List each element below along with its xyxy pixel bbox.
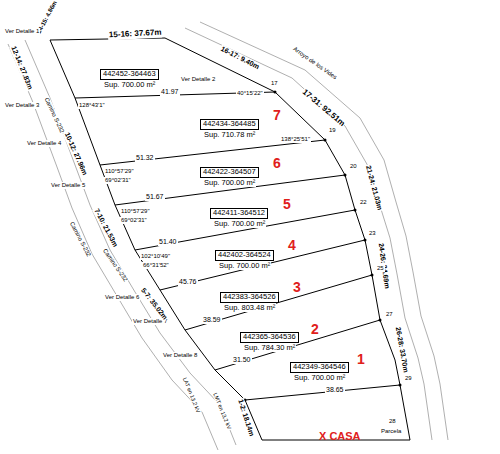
lot-boundary	[50, 40, 262, 440]
boundary-dimension: 5-7: 35.02m	[139, 286, 170, 322]
vertex-dot	[324, 139, 327, 142]
map-label: 110°57'29"	[104, 168, 135, 175]
boundary-dimension: Camino S-232	[68, 220, 93, 259]
vertex-dot	[399, 384, 402, 387]
boundary-dimension: Camino S-232	[43, 96, 66, 135]
map-label: Ver Detalle 6	[104, 294, 140, 301]
parcel-id-box: 442452-364463Sup. 700.00 m²	[100, 62, 159, 80]
parcel-id: 442383-364526	[220, 292, 279, 303]
map-label: 25	[376, 265, 385, 272]
parcel-id-box: 442349-364546Sup. 700.00 m²	[290, 355, 349, 373]
map-label: 69°02'31"	[120, 217, 148, 224]
parcel-id-box: 442383-364526Sup. 803.48 m²	[220, 285, 279, 303]
lot-number: 3	[292, 280, 302, 295]
lot-number: 6	[272, 156, 282, 171]
boundary-dimension: LMT en 13,2 kV	[212, 391, 233, 431]
map-label: Ver Detalle 2	[180, 76, 216, 83]
map-label: 138°25'51"	[280, 136, 311, 143]
map-label: 45.76	[178, 278, 198, 286]
map-label: Ver Detalle 8	[162, 352, 198, 359]
parcel-id: 442452-364463	[100, 69, 159, 80]
map-label: 27	[385, 311, 394, 318]
parcel-id-box: 442365-364536Sup. 784.30 m²	[240, 325, 299, 343]
map-label: 51.40	[158, 238, 178, 246]
parcel-id-box: 442411-364512Sup. 700.00 m²	[210, 201, 268, 219]
parcel-id: 442434-364485	[200, 119, 259, 130]
parcel-id-box: 442422-364507Sup. 700.00 m²	[200, 160, 259, 178]
map-label: 22	[359, 199, 368, 206]
parcel-id: 442402-364524	[215, 250, 274, 261]
vertex-dot	[364, 239, 367, 242]
boundary-dimension: Arroyo de los Vides	[291, 45, 339, 81]
vertex-dot	[344, 174, 347, 177]
vertex-dot	[379, 319, 382, 322]
vertex-dot	[274, 91, 277, 94]
parcel-area: Sup. 784.30 m²	[243, 343, 296, 352]
map-label: Ver Detalle 4	[26, 140, 62, 147]
map-label: Ver Detalle 1	[4, 28, 40, 35]
lot-boundary	[165, 38, 410, 440]
lot-division	[115, 175, 345, 205]
parcel-id: 442422-364507	[200, 167, 259, 178]
map-label: 41.97	[160, 88, 180, 96]
parcel-area: Sup. 700.00 m²	[293, 373, 346, 382]
map-label: Parcela	[380, 428, 402, 435]
map-label: 19	[328, 127, 337, 134]
map-label: Ver Detalle 5	[50, 182, 86, 189]
parcel-id: 442349-364546	[290, 362, 349, 373]
boundary-dimension: 7-10: 21.53m	[92, 207, 119, 249]
boundary-dimension: Camino S-232	[101, 247, 130, 284]
map-label: 40°15'22"	[236, 90, 264, 97]
parcel-area: Sup. 700.00 m²	[218, 261, 271, 270]
map-label: 38.59	[202, 316, 222, 324]
lot-number: 2	[310, 322, 320, 337]
map-label: 28	[388, 418, 397, 425]
vertex-dot	[354, 209, 357, 212]
map-label: 51.32	[135, 154, 155, 162]
parcel-id: 442365-364536	[240, 332, 299, 343]
map-label: 20	[349, 163, 358, 170]
map-label: 128°43'1"	[78, 102, 106, 109]
lot-number: 1	[356, 352, 366, 367]
lot-division	[245, 385, 400, 400]
lot-number: 5	[282, 197, 292, 212]
parcel-area: Sup. 710.78 m²	[203, 130, 256, 139]
map-label: Ver Detalle 3	[4, 102, 40, 109]
map-label: 69°02'31"	[104, 177, 132, 184]
lot-number: 7	[272, 108, 282, 123]
parcel-area: Sup. 700.00 m²	[203, 178, 256, 187]
map-label: 38.65	[325, 386, 345, 394]
lot-division	[185, 275, 372, 330]
map-label: 23	[368, 230, 377, 237]
parcel-id-box: 442402-364524Sup. 700.00 m²	[215, 243, 274, 261]
road-line	[25, 40, 236, 445]
lot-division	[100, 140, 325, 165]
lot-division	[160, 240, 365, 290]
map-label: 51.67	[145, 193, 165, 201]
parcel-area: Sup. 700.00 m²	[213, 219, 266, 228]
parcel-area: Sup. 700.00 m²	[103, 80, 156, 89]
map-label: 17	[270, 80, 279, 87]
lot-number: 4	[287, 238, 297, 253]
map-label: 110°57'29"	[120, 208, 151, 215]
vertex-dot	[371, 274, 374, 277]
parcel-id-box: 442434-364485Sup. 710.78 m²	[200, 112, 259, 130]
lot-number: X CASA	[318, 430, 362, 442]
map-label: 29	[404, 375, 413, 382]
map-label: 31.50	[232, 356, 252, 364]
map-label: 66°31'52"	[142, 262, 170, 269]
boundary-dimension: 10-12: 27.96m	[63, 130, 90, 177]
map-label: 102°10'49"	[140, 253, 171, 260]
parcel-area: Sup. 803.48 m²	[223, 303, 276, 312]
boundary-dimension: 12-14: 27.83m	[9, 44, 34, 91]
parcel-id: 442411-364512	[210, 208, 268, 219]
boundary-dimension: LAT en 13,2 kV	[182, 376, 202, 415]
